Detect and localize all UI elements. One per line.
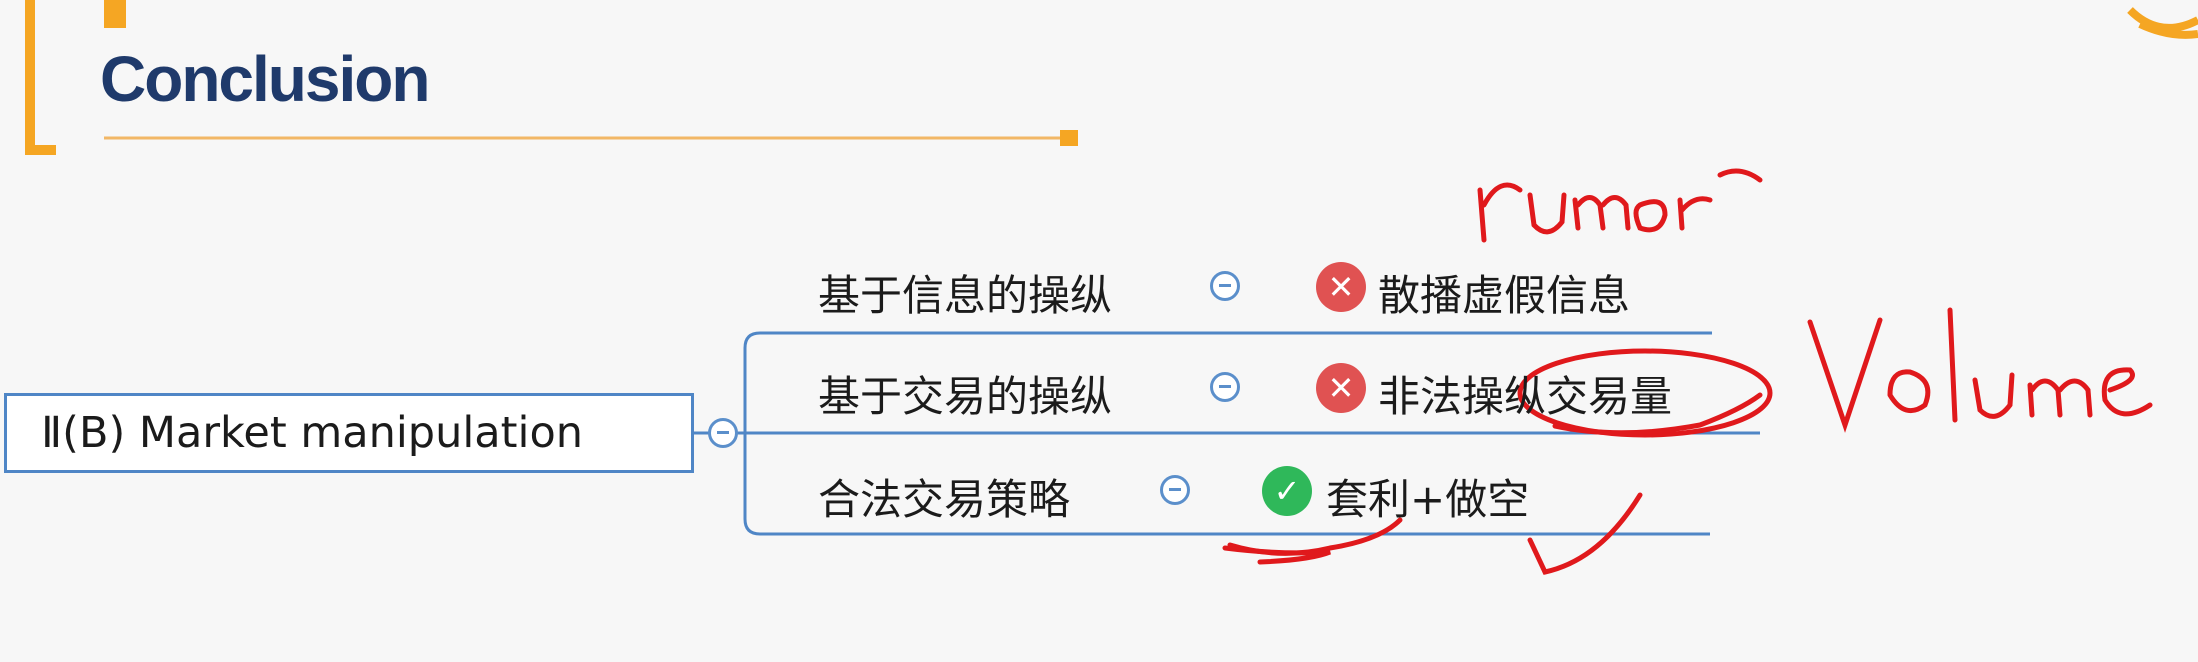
ink-scribble	[1222, 545, 1331, 565]
branch-detail-2[interactable]: 非法操纵交易量	[1378, 372, 1673, 421]
root-node-label: Ⅱ(B) Market manipulation	[41, 408, 584, 458]
branch-collapse-icon-2[interactable]	[1210, 372, 1240, 402]
x-circle-icon: ✕	[1316, 262, 1366, 312]
root-collapse-icon[interactable]	[708, 418, 738, 448]
branch-label-1[interactable]: 基于信息的操纵	[818, 271, 1113, 320]
ink-annotations	[1222, 168, 2153, 575]
page-title: Conclusion	[100, 43, 430, 115]
branch-collapse-icon-1[interactable]	[1210, 271, 1240, 301]
branch-detail-3[interactable]: 套利+做空	[1326, 475, 1530, 524]
title-underline-end	[1060, 130, 1078, 146]
ink-rumor	[1477, 168, 1763, 243]
x-circle-icon: ✕	[1316, 363, 1366, 413]
root-node[interactable]: Ⅱ(B) Market manipulation	[4, 393, 694, 473]
branch-collapse-icon-3[interactable]	[1160, 475, 1190, 505]
branch-label-2[interactable]: 基于交易的操纵	[818, 372, 1113, 421]
ink-arrow	[1552, 392, 1763, 436]
orange-bracket	[25, 0, 56, 155]
ink-volume	[1807, 307, 2153, 433]
branch-detail-1[interactable]: 散播虚假信息	[1378, 271, 1631, 320]
logo-mark	[2127, 7, 2198, 39]
orange-bracket-top	[104, 0, 126, 28]
ink-check2	[1527, 492, 1643, 575]
ink-circle-volume	[1517, 348, 1773, 438]
branch-label-3[interactable]: 合法交易策略	[818, 475, 1071, 524]
check-circle-icon: ✓	[1262, 466, 1312, 516]
